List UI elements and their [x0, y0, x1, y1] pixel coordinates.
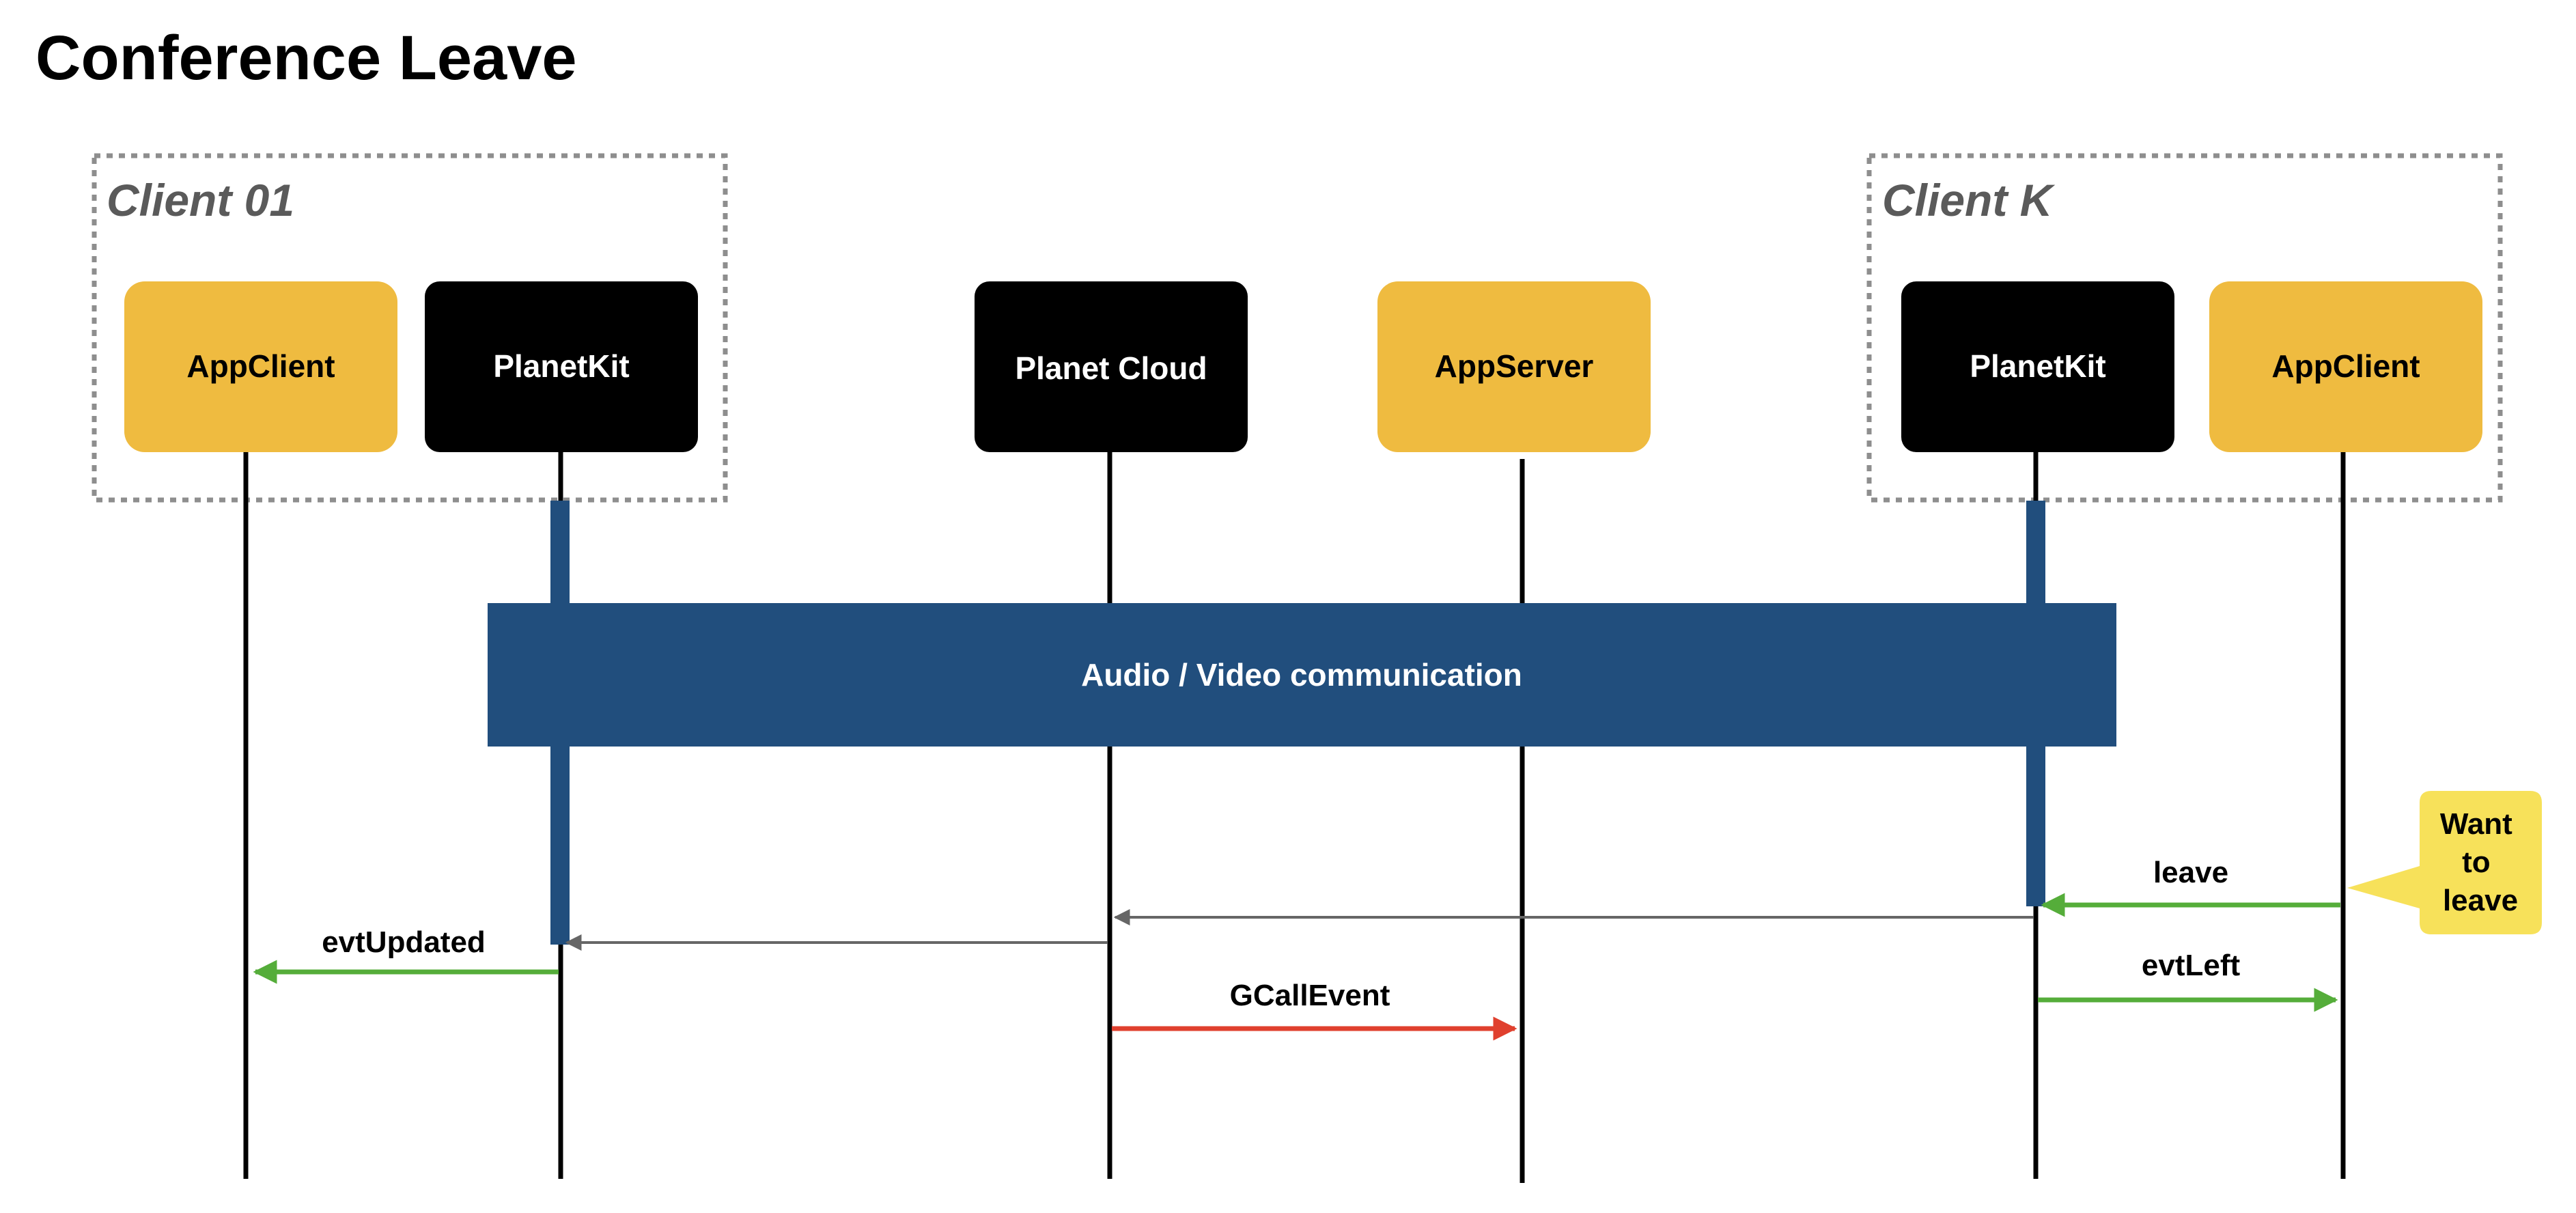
participant-planet-cloud: Planet Cloud: [975, 281, 1248, 452]
participant-planetkit-k: PlanetKit: [1901, 281, 2174, 452]
message-gcallevent-label: GCallEvent: [1230, 979, 1390, 1012]
group-label-client-k: Client K: [1882, 175, 2056, 225]
message-leave-label: leave: [2153, 856, 2228, 889]
group-frame-client-k: [1866, 153, 2503, 503]
av-communication-band: [488, 603, 2116, 747]
participant-label-planetkit-k: PlanetKit: [1970, 348, 2105, 384]
note-callout-shape: [2347, 791, 2542, 934]
participant-appclient-k: AppClient: [2209, 281, 2482, 452]
group-frame-client-01: [92, 153, 728, 503]
participant-label-planet-cloud: Planet Cloud: [1015, 350, 1207, 386]
participant-planetkit-1: PlanetKit: [425, 281, 698, 452]
note-want-to-leave: Want to leave: [2347, 791, 2542, 934]
participant-label-planetkit-1: PlanetKit: [493, 348, 629, 384]
participant-appserver: AppServer: [1377, 281, 1651, 452]
message-evtupdated-label: evtUpdated: [322, 925, 486, 959]
message-evtleft-label: evtLeft: [2142, 949, 2241, 982]
participant-label-appserver: AppServer: [1435, 348, 1594, 384]
participant-label-appclient-1: AppClient: [186, 348, 335, 384]
note-label: Want to leave: [2440, 807, 2521, 917]
av-communication-label: Audio / Video communication: [1081, 657, 1522, 693]
diagram-title: Conference Leave: [36, 23, 577, 93]
group-label-client-01: Client 01: [107, 175, 294, 225]
participant-label-appclient-k: AppClient: [2271, 348, 2420, 384]
participant-appclient-1: AppClient: [124, 281, 397, 452]
